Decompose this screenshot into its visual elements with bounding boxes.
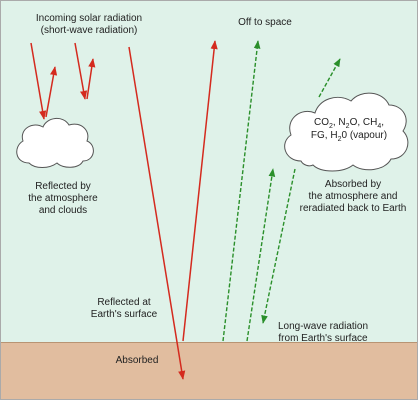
absorbed-surface-label: Absorbed — [115, 355, 159, 366]
reflected-arrow-from-cloud — [45, 66, 58, 118]
longwave-arrow-to-space — [222, 40, 261, 342]
reflected-atmosphere-label: Reflected by the atmosphere and clouds — [28, 181, 98, 216]
reflected-surface-label: Reflected at Earth's surface — [90, 297, 158, 320]
incoming-arrow-to-cloud — [30, 42, 47, 120]
reradiated-arrow-to-earth — [261, 168, 296, 324]
off-to-space-label: Off to space — [238, 17, 292, 28]
longwave-arrow-from-gases-to-space — [318, 58, 341, 98]
greenhouse-gases-label: CO2, N2O, CH4, FG, H20 (vapour) — [310, 117, 388, 143]
incoming-arrow-to-surface — [128, 46, 186, 380]
absorbed-atmosphere-label: Absorbed by the atmosphere and reradiate… — [299, 179, 407, 214]
longwave-radiation-label: Long-wave radiation from Earth's surface — [277, 321, 369, 344]
right-cloud — [284, 92, 409, 172]
left-cloud — [16, 118, 94, 168]
earth-surface — [1, 342, 417, 399]
longwave-arrow-to-gases — [246, 168, 276, 342]
incoming-radiation-label: Incoming solar radiation (short-wave rad… — [35, 13, 143, 36]
reflected-arrow-from-atmosphere — [86, 58, 96, 100]
reflected-arrow-from-surface — [182, 40, 218, 342]
incoming-arrow-to-atmosphere — [74, 42, 88, 100]
